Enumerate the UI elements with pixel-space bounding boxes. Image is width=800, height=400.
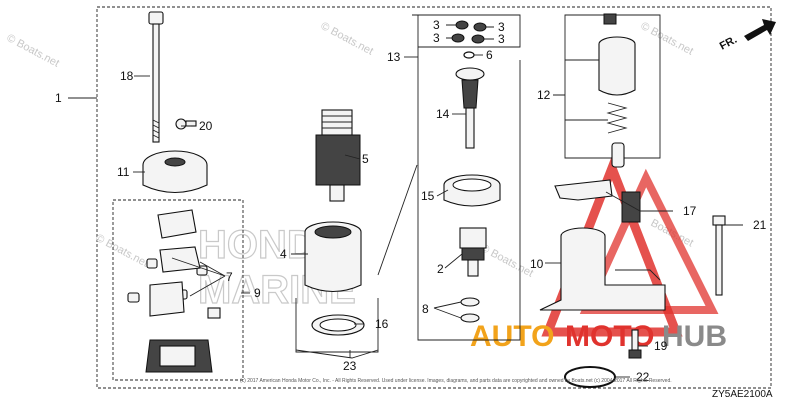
front-direction-indicator: FR. xyxy=(718,19,776,53)
brush-group-box xyxy=(112,199,244,381)
leader-lines xyxy=(68,24,743,378)
callout-22: 22 xyxy=(636,370,650,384)
solenoid-12 xyxy=(598,13,636,168)
diagram-code: ZY5AE2100A xyxy=(712,389,773,400)
brush-assembly xyxy=(127,209,221,373)
o-ring-6 xyxy=(463,51,475,59)
callout-6: 6 xyxy=(486,48,493,62)
through-bolt-18 xyxy=(148,11,164,143)
lever-17 xyxy=(554,179,641,223)
internal-gear-15 xyxy=(443,174,501,207)
callout-2: 2 xyxy=(437,262,444,276)
bolt-21 xyxy=(712,215,726,296)
callout-20: 20 xyxy=(199,119,213,133)
ring-16 xyxy=(311,314,365,336)
group-16-bracket xyxy=(295,298,379,353)
group-12-bracket xyxy=(564,14,661,159)
callout-15: 15 xyxy=(421,189,435,203)
armature-5 xyxy=(315,109,361,202)
boats-net-watermark-4: © Boats.net xyxy=(94,232,151,270)
callout-16: 16 xyxy=(375,317,389,331)
callout-7: 7 xyxy=(226,270,233,284)
callout-3a: 3 xyxy=(433,18,440,32)
screw-20 xyxy=(175,118,197,130)
pinion-shaft-14 xyxy=(455,67,485,149)
o-ring-22 xyxy=(564,366,616,388)
callout-10: 10 xyxy=(530,257,544,271)
copyright-line: (c) 2017 American Honda Motor Co., Inc. … xyxy=(240,378,672,384)
bolt-19 xyxy=(628,329,642,359)
front-arrow-icon xyxy=(744,19,776,41)
callout-1: 1 xyxy=(55,91,62,105)
callout-14: 14 xyxy=(436,107,450,121)
logo-hub: HUB xyxy=(662,320,727,353)
group-13-bracket xyxy=(412,14,521,341)
callout-13: 13 xyxy=(387,50,401,64)
callout-19: 19 xyxy=(654,339,668,353)
logo-moto: MOTO xyxy=(565,320,654,353)
assembly-frame xyxy=(96,6,772,389)
front-arrow-label: FR. xyxy=(718,34,739,53)
nuts-3 xyxy=(451,20,487,44)
boats-net-watermark-2: © Boats.net xyxy=(319,20,376,58)
callout-3c: 3 xyxy=(433,31,440,45)
callout-23: 23 xyxy=(343,359,357,373)
callout-3d: 3 xyxy=(498,32,505,46)
callout-5: 5 xyxy=(362,152,369,166)
callout-21: 21 xyxy=(753,218,767,232)
housing-10 xyxy=(539,227,666,311)
pinion-2 xyxy=(459,227,487,277)
group-23-bracket xyxy=(295,349,379,359)
yoke-4 xyxy=(304,221,362,293)
callout-labels: 1 2 3 3 3 3 4 5 6 7 8 9 10 11 12 13 14 1… xyxy=(55,18,767,384)
callout-9: 9 xyxy=(254,286,261,300)
boats-net-watermark-1: © Boats.net xyxy=(5,32,62,70)
end-cover-11 xyxy=(142,150,208,193)
logo-auto: AUTO xyxy=(470,320,554,353)
callout-8: 8 xyxy=(422,302,429,316)
boats-net-watermark-5: © Boats.net xyxy=(479,242,536,280)
washers-8 xyxy=(460,297,480,323)
callout-4: 4 xyxy=(280,247,287,261)
callout-12: 12 xyxy=(537,88,551,102)
callout-3b: 3 xyxy=(498,20,505,34)
callout-18: 18 xyxy=(120,69,134,83)
callout-11: 11 xyxy=(117,165,130,179)
callout-17: 17 xyxy=(683,204,697,218)
boats-net-watermark-3: © Boats.net xyxy=(639,20,696,58)
